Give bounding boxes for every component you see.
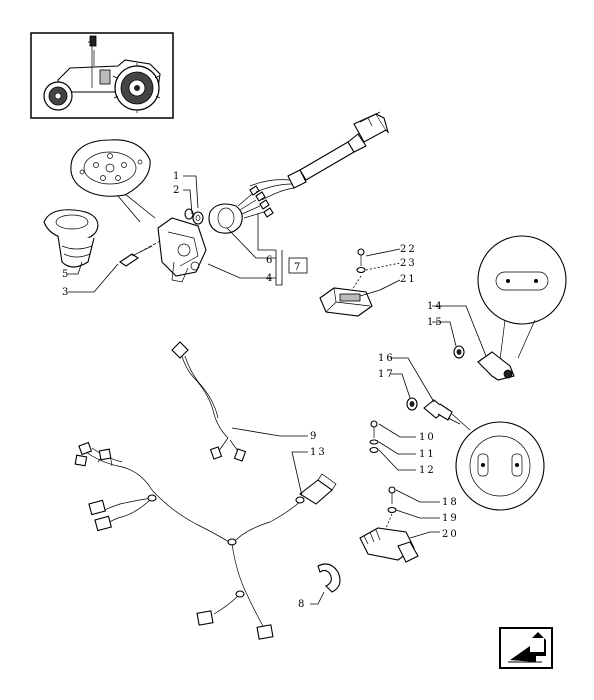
screw-part xyxy=(369,420,379,454)
socket-face-view xyxy=(70,139,151,197)
callout-15: 15 xyxy=(427,317,444,328)
callout-7: 7 xyxy=(294,262,302,273)
next-page-arrow-icon[interactable] xyxy=(499,627,553,669)
callout-1: 1 xyxy=(173,171,181,182)
callout-3: 3 xyxy=(62,287,70,298)
reference-box xyxy=(288,257,308,274)
grommet-part xyxy=(208,203,243,234)
callout-17: 17 xyxy=(378,369,395,380)
washer-part xyxy=(192,211,204,225)
callout-2: 2 xyxy=(173,185,181,196)
screw-part xyxy=(119,245,153,267)
cable-clip-part xyxy=(317,563,341,593)
screw-part xyxy=(387,486,397,514)
callout-11: 11 xyxy=(419,449,436,460)
jumper-harness-part xyxy=(171,341,247,462)
callout-9: 9 xyxy=(310,431,318,442)
tractor-thumbnail-icon xyxy=(30,32,174,119)
callout-20: 20 xyxy=(442,529,459,540)
screw-part xyxy=(357,248,365,266)
callout-13: 13 xyxy=(310,447,327,458)
callout-19: 19 xyxy=(442,513,459,524)
lamp-socket-part xyxy=(406,397,453,421)
main-wiring-harness-part xyxy=(74,441,337,640)
callout-8: 8 xyxy=(298,599,306,610)
bulb-holder-part xyxy=(453,345,515,381)
trailer-socket-harness xyxy=(237,111,390,219)
callout-labels: 1 2 5 3 6 4 7 22 23 21 14 15 16 17 9 13 … xyxy=(62,171,459,610)
callout-10: 10 xyxy=(419,432,436,443)
lamp-detail-circle xyxy=(477,235,567,361)
cap-part xyxy=(184,208,194,220)
callout-23: 23 xyxy=(400,258,417,269)
callout-5: 5 xyxy=(62,269,70,280)
leader-lines-left xyxy=(68,175,283,293)
callout-21: 21 xyxy=(400,274,417,285)
callout-18: 18 xyxy=(442,497,459,508)
washer-part xyxy=(356,266,366,274)
switch-detail-circle xyxy=(447,413,545,511)
callout-4: 4 xyxy=(266,273,274,284)
rubber-boot-part xyxy=(43,209,99,268)
callout-22: 22 xyxy=(400,244,417,255)
callout-6: 6 xyxy=(266,255,274,266)
pressure-switch-part xyxy=(359,513,419,563)
socket-housing-part xyxy=(157,217,207,283)
callout-12: 12 xyxy=(419,465,436,476)
callout-16: 16 xyxy=(378,353,395,364)
callout-14: 14 xyxy=(427,301,444,312)
switch-part xyxy=(319,287,373,317)
